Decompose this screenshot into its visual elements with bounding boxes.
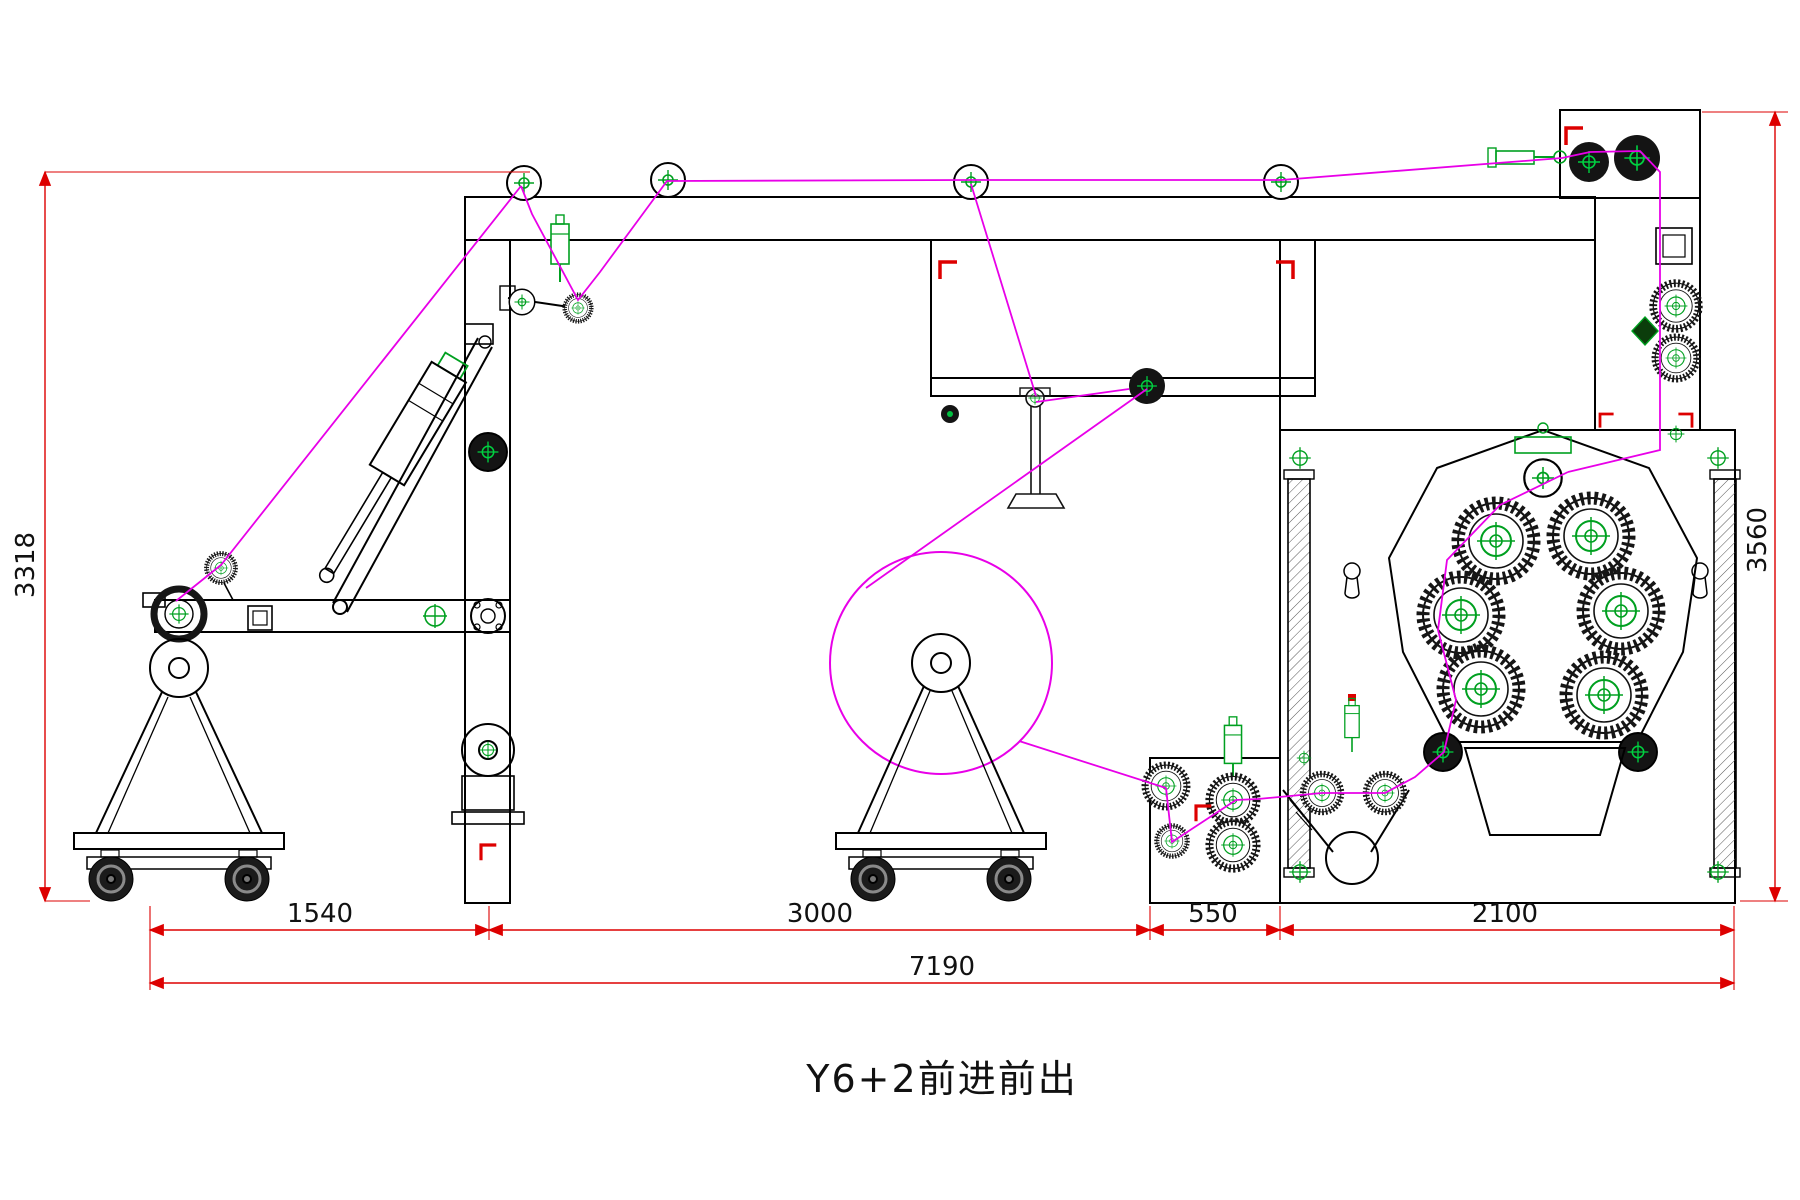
dimension-right-height: 3560 (1743, 507, 1773, 573)
web-path (175, 150, 1661, 844)
head-panel-rollers (1631, 283, 1699, 379)
idler-roller-icon (953, 164, 989, 200)
lay-on-roller-icon (207, 554, 236, 583)
stand-base-cart (74, 833, 284, 901)
gear-roller-4 (1583, 573, 1659, 649)
guide-vane-icon (1631, 315, 1659, 347)
drum-housing (1387, 428, 1699, 743)
toothed-roller-icon (1655, 337, 1697, 379)
left-unwind-stand (74, 554, 511, 901)
keyhole-slot-icon (1343, 562, 1361, 599)
main-machine (1279, 422, 1741, 904)
guide-rail (1287, 478, 1311, 869)
material-roll (829, 551, 1053, 775)
pneumatic-cylinder-icon (550, 214, 570, 283)
beam-idler-rollers (506, 162, 1299, 201)
dimension-texts: 3318 3560 1540 3000 550 2100 7190 (11, 507, 1773, 982)
gear-roller-3 (1423, 577, 1499, 653)
swing-arm-cylinder (318, 323, 494, 615)
funnel-assembly (1282, 774, 1410, 885)
infeed-unit (1145, 715, 1281, 904)
idler-roller-icon (650, 162, 686, 198)
hopper (1463, 747, 1627, 836)
top-beam-assembly (464, 109, 1701, 431)
cylinder-probe (1296, 694, 1360, 766)
nip-roller-icon (1568, 141, 1610, 183)
idler-roller-icon (1263, 164, 1299, 200)
accumulator-frame (930, 239, 1316, 397)
material-roll-stand (829, 551, 1053, 901)
dimension-seg-mid: 3000 (787, 899, 853, 929)
accumulator-internals (941, 367, 1166, 509)
hydraulic-cylinder (318, 351, 469, 584)
gear-roller-2 (1553, 498, 1629, 574)
dimension-seg-left: 1540 (287, 899, 353, 929)
stand-base-cart (836, 833, 1046, 901)
infeed-roller-icon (1145, 765, 1187, 807)
gear-roller-cluster (1423, 498, 1659, 733)
column-roller-icon (468, 432, 508, 472)
nip-roller-icon (1209, 821, 1256, 868)
dimension-annotations (38, 110, 1788, 990)
red-corner-marks (479, 126, 1694, 862)
stand-foot (1006, 493, 1066, 509)
outfeed-nip-rollers (1487, 134, 1661, 183)
guide-roller-icon (508, 288, 536, 316)
pneumatic-cylinder-icon (1223, 715, 1243, 782)
gear-roller-6 (1566, 657, 1642, 733)
drawing-title: Y6+2前进前出 (805, 1057, 1077, 1101)
nip-roller-icon (1613, 134, 1661, 182)
gear-roller-1 (1458, 503, 1534, 579)
dimension-left-height: 3318 (11, 532, 41, 598)
guide-rail (1713, 478, 1737, 869)
dimension-seg-infeed: 550 (1188, 899, 1238, 929)
drive-motor (451, 723, 525, 825)
dimension-seg-machine: 2100 (1472, 899, 1538, 929)
gear-roller-5 (1443, 651, 1519, 727)
dimension-total: 7190 (909, 952, 975, 982)
support-column (451, 214, 591, 904)
